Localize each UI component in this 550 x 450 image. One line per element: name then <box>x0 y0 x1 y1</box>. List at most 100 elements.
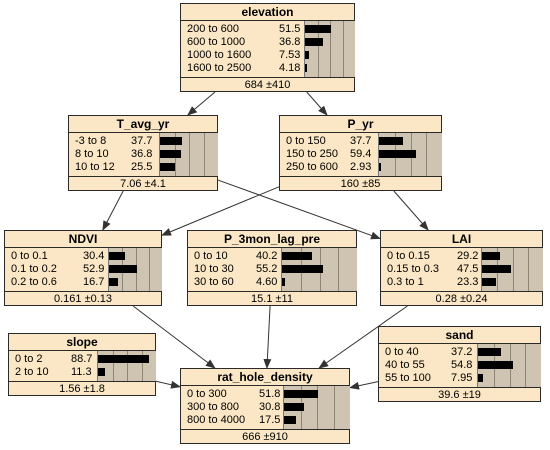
state-label: 10 to 12 <box>75 161 115 173</box>
node-title: NDVI <box>5 231 161 248</box>
state-value: 36.8 <box>279 36 301 48</box>
state-label: 0.15 to 0.3 <box>387 263 439 275</box>
state-label: 0 to 0.15 <box>387 250 430 262</box>
state-label: 30 to 60 <box>194 276 234 288</box>
node-expected-value: 684 ±410 <box>181 77 354 93</box>
state-label: 300 to 800 <box>187 401 239 413</box>
state-belief-bar <box>379 150 417 158</box>
bar-gridline <box>343 21 344 77</box>
bar-gridline <box>127 351 128 381</box>
node-expected-value: 1.56 ±1.8 <box>9 381 155 397</box>
state-label: 0.2 to 0.6 <box>11 276 57 288</box>
state-value: 30.8 <box>259 401 281 413</box>
bar-gridline <box>528 248 529 291</box>
state-belief-bar <box>478 348 502 356</box>
state-belief-bar <box>305 51 309 59</box>
state-label: 0 to 2 <box>15 353 43 365</box>
state-value: 7.53 <box>279 49 301 61</box>
state-value: 16.7 <box>83 276 105 288</box>
state-label: 0 to 0.1 <box>11 250 48 262</box>
state-belief-bar <box>305 25 331 33</box>
state-value: 37.7 <box>350 135 372 147</box>
state-row: 0.2 to 0.6 16.7 <box>5 276 161 289</box>
state-value: 37.7 <box>131 135 153 147</box>
edge-t_avg_yr-to-lai <box>217 179 381 240</box>
state-belief-bar <box>284 416 296 424</box>
bar-gridline <box>317 386 318 429</box>
bar-gridline <box>189 133 190 176</box>
state-value: 40.2 <box>256 250 278 262</box>
state-value: 51.8 <box>259 388 281 400</box>
state-belief-bar <box>98 355 150 363</box>
state-label: 2 to 10 <box>15 366 49 378</box>
node-expected-value: 7.06 ±4.1 <box>69 176 217 192</box>
bar-gridline <box>204 133 205 176</box>
bar-gridline <box>338 248 339 291</box>
state-value: 55.2 <box>256 263 278 275</box>
state-label: 150 to 250 <box>286 148 338 160</box>
bar-gridline <box>334 386 335 429</box>
state-value: 4.18 <box>279 62 301 74</box>
state-belief-bar <box>109 265 138 273</box>
state-value: 47.5 <box>457 263 479 275</box>
node-title: P_3mon_lag_pre <box>188 231 356 248</box>
state-belief-bar <box>478 361 513 369</box>
bar-gridline <box>318 21 319 77</box>
state-row: 0.15 to 0.3 47.5 <box>381 263 542 276</box>
state-value: 37.2 <box>451 346 473 358</box>
state-value: 88.7 <box>71 353 93 365</box>
state-label: 250 to 600 <box>286 161 338 173</box>
state-belief-bar <box>282 265 324 273</box>
state-label: 600 to 1000 <box>187 36 246 48</box>
edge-p_yr-to-ndvi <box>161 186 280 236</box>
node-expected-value: 0.28 ±0.24 <box>381 291 542 307</box>
state-belief-bar <box>305 38 324 46</box>
edge-elevation-to-p_yr <box>306 91 328 116</box>
state-belief-bar <box>160 137 182 145</box>
state-row: 0 to 300 51.8 <box>181 388 349 401</box>
node-title: sand <box>379 327 540 344</box>
edge-p_yr-to-lai <box>393 190 429 231</box>
node-title: LAI <box>381 231 542 248</box>
bar-gridline <box>330 21 331 77</box>
state-belief-bar <box>379 163 381 171</box>
state-belief-bar <box>482 265 511 273</box>
node-expected-value: 39.6 ±19 <box>379 387 540 403</box>
state-belief-bar <box>305 64 308 72</box>
node-title: T_avg_yr <box>69 116 217 133</box>
node-expected-value: 15.1 ±11 <box>188 291 356 307</box>
state-row: 600 to 1000 36.8 <box>181 36 354 49</box>
edge-p_3mon_lag_pre-to-rat_hole_density <box>263 305 272 369</box>
edge-elevation-to-t_avg_yr <box>187 91 216 116</box>
node-title: P_yr <box>280 116 441 133</box>
state-value: 11.3 <box>71 366 92 378</box>
node-title: elevation <box>181 4 354 21</box>
state-label: 0 to 300 <box>187 388 227 400</box>
state-row: 0 to 2 88.7 <box>9 353 155 366</box>
